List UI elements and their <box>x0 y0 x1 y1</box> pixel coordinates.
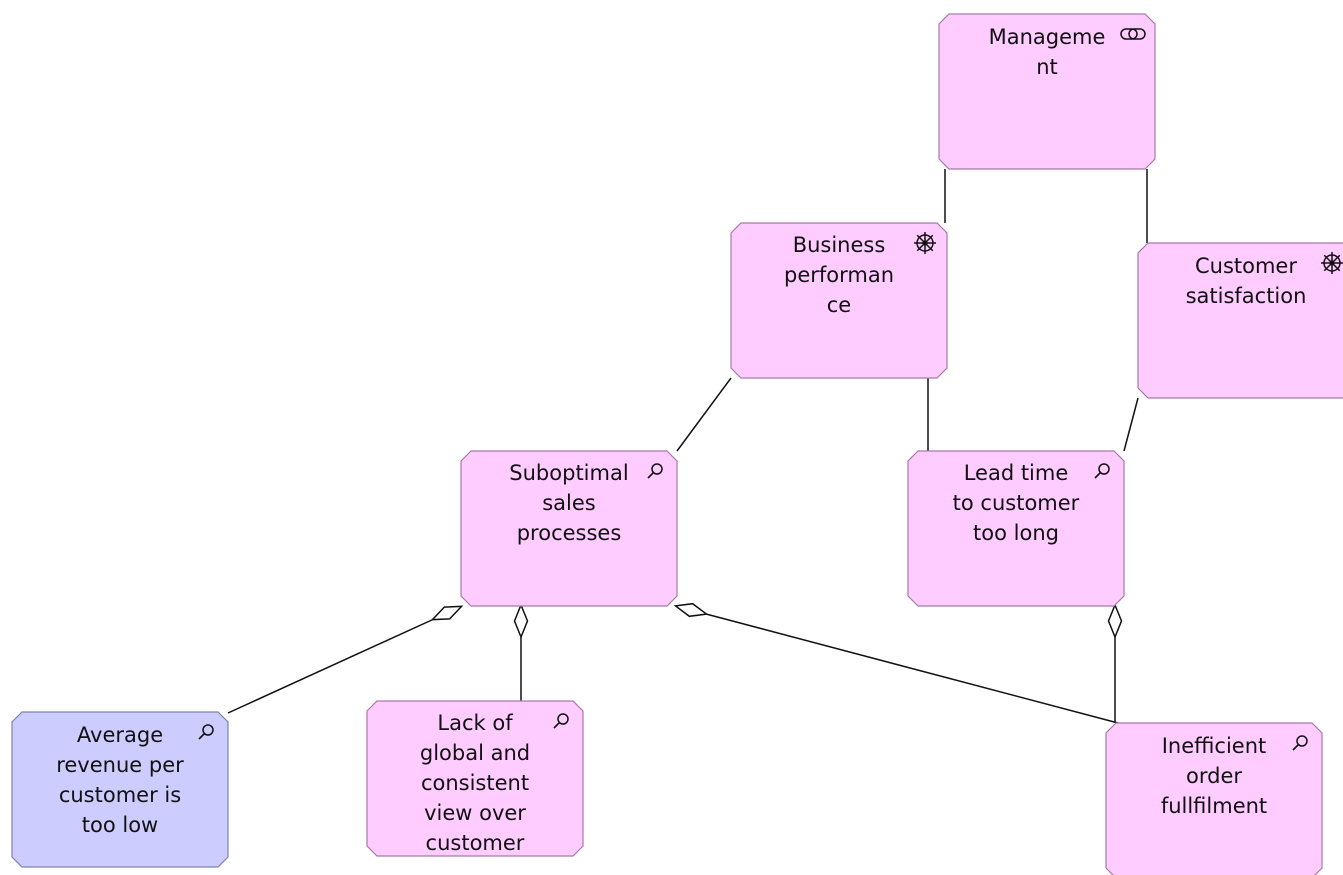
driver-icon <box>914 232 936 254</box>
node-label-line: revenue per <box>56 753 184 777</box>
node-label-line: Customer <box>1195 254 1297 278</box>
aggregation-diamond <box>673 602 709 618</box>
node-average-revenue-too-low[interactable]: Average revenue per customer is too low <box>11 711 229 868</box>
aggregation-diamond <box>1107 603 1123 639</box>
node-label-line: nt <box>1036 55 1058 79</box>
node-label: Manageme nt <box>989 25 1106 79</box>
node-label: Lack of global and consistent view over cust… <box>420 711 530 855</box>
node-label-line: Manageme <box>989 25 1106 49</box>
association-relationship[interactable] <box>676 377 732 452</box>
driver-icon <box>1321 252 1343 274</box>
node-label: Lead time to customer too long <box>953 461 1080 545</box>
node-label: Business performan ce <box>784 233 894 317</box>
node-label-line: satisfaction <box>1186 284 1307 308</box>
node-label-line: Suboptimal <box>509 461 628 485</box>
node-label-line: sales <box>542 491 596 515</box>
node-label: Average revenue per customer is too low <box>56 723 184 837</box>
node-label-line: customer <box>426 831 525 855</box>
assessment-icon <box>198 724 214 740</box>
aggregation-relationship[interactable] <box>1107 603 1123 723</box>
connector-line[interactable] <box>227 618 435 714</box>
node-label: Inefficient order fullfilment <box>1161 734 1267 818</box>
assessment-icon <box>1094 463 1110 479</box>
node-box[interactable] <box>907 450 1125 607</box>
node-box[interactable] <box>1137 242 1343 399</box>
node-box[interactable] <box>730 222 948 379</box>
stakeholder-icon <box>1120 28 1146 40</box>
node-lack-of-global-view[interactable]: Lack of global and consistent view over cust… <box>366 700 584 857</box>
node-label-line: too low <box>82 813 158 837</box>
node-label-line: global and <box>420 741 530 765</box>
node-box[interactable] <box>366 700 584 857</box>
node-label-line: customer is <box>59 783 181 807</box>
node-box[interactable] <box>938 13 1156 170</box>
node-management[interactable]: Manageme nt <box>938 13 1156 170</box>
node-business-performance[interactable]: Business performan ce <box>730 222 948 379</box>
aggregation-relationship[interactable] <box>673 600 1119 724</box>
assessment-icon <box>553 713 569 729</box>
aggregation-diamond <box>430 605 464 621</box>
node-box[interactable] <box>460 450 678 607</box>
node-label-line: order <box>1186 764 1242 788</box>
node-lead-time-too-long[interactable]: Lead time to customer too long <box>907 450 1125 607</box>
node-label-line: to customer <box>953 491 1080 515</box>
aggregation-diamond <box>513 603 529 639</box>
node-label-line: Inefficient <box>1162 734 1267 758</box>
node-box[interactable] <box>1105 722 1323 875</box>
assessment-icon <box>647 463 663 479</box>
node-inefficient-order-fulfilment[interactable]: Inefficient order fullfilment <box>1105 722 1323 875</box>
aggregation-relationship[interactable] <box>513 603 529 701</box>
node-label-line: performan <box>784 263 894 287</box>
node-label-line: too long <box>973 521 1059 545</box>
node-label-line: Lead time <box>964 461 1069 485</box>
edges-layer <box>227 169 1148 724</box>
node-label-line: Business <box>793 233 886 257</box>
node-label-line: view over <box>424 801 526 825</box>
node-label: Suboptimal sales processes <box>509 461 628 545</box>
node-label-line: consistent <box>421 771 529 795</box>
association-relationship[interactable] <box>1123 397 1139 452</box>
node-label-line: processes <box>517 521 622 545</box>
node-label-line: Average <box>77 723 163 747</box>
connector-line[interactable] <box>676 377 732 452</box>
node-box[interactable] <box>11 711 229 868</box>
node-label-line: ce <box>827 293 851 317</box>
node-label-line: fullfilment <box>1161 794 1267 818</box>
node-label-line: Lack of <box>437 711 513 735</box>
connector-line[interactable] <box>1123 397 1139 452</box>
assessment-icon <box>1292 735 1308 751</box>
node-suboptimal-sales-processes[interactable]: Suboptimal sales processes <box>460 450 678 607</box>
aggregation-relationship[interactable] <box>227 600 464 714</box>
connector-line[interactable] <box>705 613 1119 724</box>
node-customer-satisfaction[interactable]: Customer satisfaction <box>1137 242 1343 399</box>
node-label: Customer satisfaction <box>1186 254 1307 308</box>
